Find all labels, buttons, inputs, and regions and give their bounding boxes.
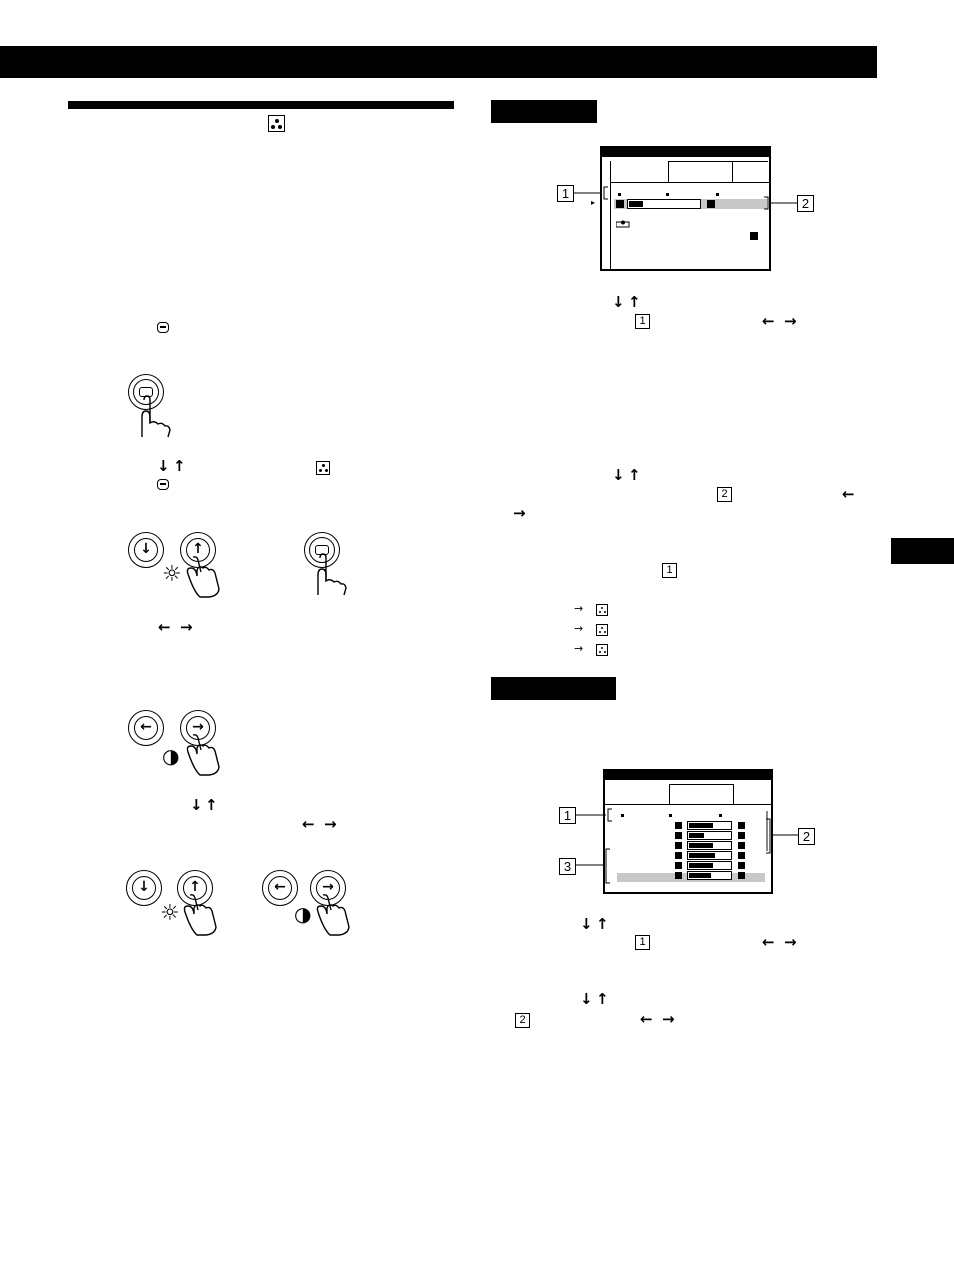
increase-icon [738,872,745,879]
decrease-icon [675,832,682,839]
osd-screen-easy [600,146,771,271]
arrow-icon: → [574,622,584,635]
increase-icon [738,842,745,849]
callout-3-leader [576,848,610,884]
contrast-icon: ◑ [294,902,312,926]
callout-1: 1 [662,563,677,578]
increase-icon [738,852,745,859]
brightness-icon: ☼ [160,901,180,926]
down-button-illustration: ↓ [126,870,162,906]
up-arrow-icon: ↑ [173,457,186,475]
color-menu-icon [316,461,330,475]
osd-slider [687,841,732,850]
right-arrow-icon: → [180,618,193,636]
left-button-illustration: ← [262,870,298,906]
menu-button-illustration [128,374,164,410]
callout-3: 3 [559,858,576,875]
up-button-illustration: ↑ [177,870,213,906]
pressing-hand-icon [316,894,350,936]
callout-1: 1 [559,807,576,824]
down-button-illustration: ↓ [128,532,164,568]
pressing-hand-icon [186,734,220,776]
right-arrow-icon: → [324,815,337,833]
section-side-tab [891,538,954,564]
decrease-icon [616,200,624,208]
mode-heading-box [491,100,597,123]
color-mode-icon [596,644,608,656]
increase-icon [738,862,745,869]
right-arrow-icon: → [784,312,797,330]
menu-button-icon [157,322,169,333]
left-arrow-icon: ← [640,1010,653,1028]
up-arrow-icon: ↑ [205,796,218,814]
pressing-hand-icon [186,556,220,598]
pressing-hand-icon [317,553,347,596]
left-arrow-icon: ← [762,312,775,330]
header-bar [0,46,877,78]
callout-1: 1 [635,314,650,329]
right-arrow-icon: → [662,1010,675,1028]
osd-slider [627,199,701,209]
right-arrow-icon: → [784,933,797,951]
callout-2-leader [764,196,797,210]
contrast-icon: ◑ [162,744,180,768]
pressing-hand-icon [183,894,217,936]
callout-2-leader [766,818,799,854]
return-icon [750,232,758,240]
color-mode-icon [596,624,608,636]
osd-slider [687,851,732,860]
callout-1-leader [574,186,608,200]
left-arrow-icon: ← [158,618,171,636]
color-mode-icon [596,604,608,616]
osd-screen-expert [603,769,773,894]
up-arrow-icon: ↑ [596,990,609,1008]
osd-slider [687,871,732,880]
down-arrow-icon: ↓ [190,796,203,814]
osd-slider [687,821,732,830]
arrow-icon: → [574,602,584,615]
up-arrow-icon: ↑ [628,293,641,311]
decrease-icon [675,842,682,849]
down-arrow-icon: ↓ [580,915,593,933]
callout-2: 2 [717,487,732,502]
decrease-icon [675,862,682,869]
decrease-icon [675,822,682,829]
increase-icon [738,832,745,839]
section-heading-rule [68,101,454,109]
left-button-illustration: ← [128,710,164,746]
menu-button-icon [157,479,169,490]
down-arrow-icon: ↓ [157,457,170,475]
menu-button-illustration [304,532,340,568]
callout-2: 2 [515,1013,530,1028]
decrease-icon [675,852,682,859]
left-arrow-icon: ← [762,933,775,951]
increase-icon [707,200,715,208]
mode-heading-box [491,677,616,700]
callout-1: 1 [635,935,650,950]
brightness-icon: ☼ [162,562,182,587]
increase-icon [738,822,745,829]
left-arrow-icon: ← [842,485,855,503]
osd-slider [687,831,732,840]
down-arrow-icon: ↓ [580,990,593,1008]
callout-2: 2 [797,195,814,212]
callout-2: 2 [798,828,815,845]
down-arrow-icon: ↓ [612,466,625,484]
up-arrow-icon: ↑ [596,915,609,933]
osd-slider [687,861,732,870]
arrow-icon: → [574,642,584,655]
color-menu-icon [268,115,285,132]
pressing-hand-icon [141,395,171,438]
right-arrow-icon: → [513,504,526,522]
left-arrow-icon: ← [302,815,315,833]
down-arrow-icon: ↓ [612,293,625,311]
decrease-icon [675,872,682,879]
up-arrow-icon: ↑ [628,466,641,484]
selection-marker: ▸ [591,198,596,207]
callout-1-leader [576,808,612,822]
color-temp-icon [616,220,630,228]
callout-1: 1 [557,185,574,202]
